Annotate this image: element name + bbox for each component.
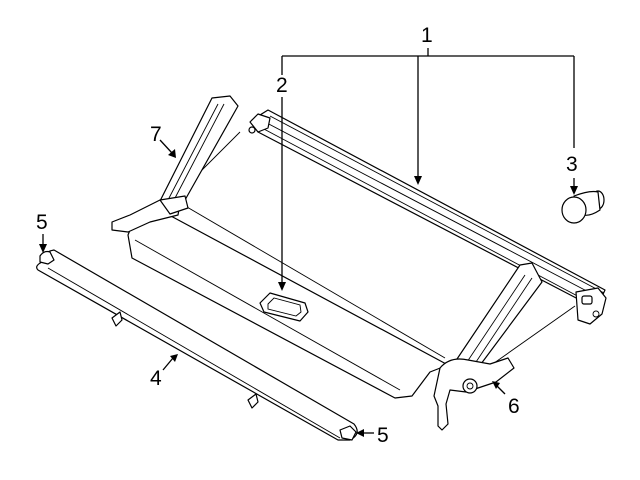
callout-1: 1	[421, 24, 433, 47]
callout-6-leader	[492, 381, 506, 395]
callout-3-leader	[570, 178, 578, 195]
callout-7: 7	[150, 123, 162, 146]
callout-5-right: 5	[377, 424, 389, 447]
callout-2-leader	[278, 97, 286, 291]
callout-5-left: 5	[36, 211, 48, 234]
cover-handle	[259, 292, 309, 322]
callout-7-leader	[159, 139, 176, 158]
callout-2: 2	[276, 74, 288, 97]
clip-part	[561, 190, 605, 224]
callout-5a-leader	[39, 234, 47, 253]
cover-rail	[248, 109, 607, 325]
cover-roller	[36, 249, 358, 441]
callout-5b-leader	[356, 429, 374, 437]
callout-3: 3	[566, 153, 578, 176]
callout-1-leader	[281, 48, 575, 185]
callout-6: 6	[508, 395, 520, 418]
left-bracket	[111, 95, 239, 233]
right-bracket	[433, 262, 543, 431]
callout-4: 4	[150, 367, 162, 390]
callout-4-leader	[162, 354, 178, 371]
